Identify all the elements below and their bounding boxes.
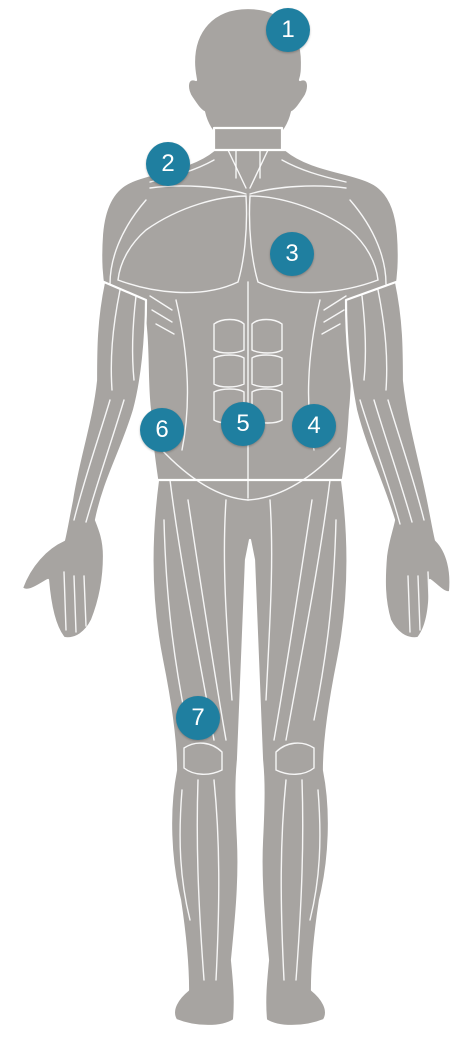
marker-5[interactable]: 5: [221, 402, 265, 446]
marker-4[interactable]: 4: [292, 404, 336, 448]
marker-6[interactable]: 6: [140, 408, 184, 452]
marker-7[interactable]: 7: [176, 696, 220, 740]
right-arm: [346, 282, 450, 638]
marker-1[interactable]: 1: [266, 8, 310, 52]
marker-3[interactable]: 3: [270, 232, 314, 276]
marker-2[interactable]: 2: [146, 142, 190, 186]
